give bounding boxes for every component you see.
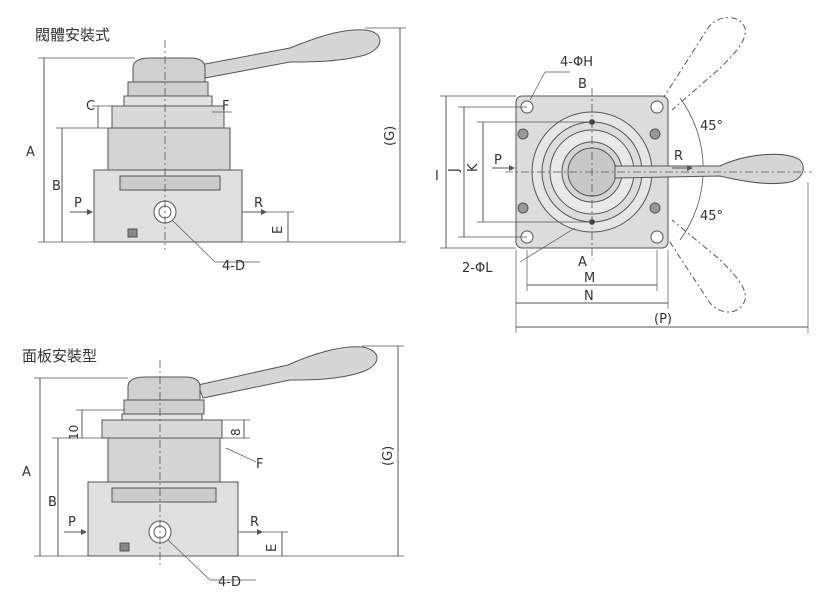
dim-e: E <box>271 226 286 234</box>
port-r-top: R <box>674 149 683 164</box>
lever-handle-2 <box>197 346 378 399</box>
dim-h: 4-ΦH <box>560 55 593 70</box>
dim-d-2: 4-D <box>218 575 241 590</box>
port-r-2: R <box>250 515 259 530</box>
side-view-body-mount <box>38 27 406 263</box>
dim-a-2: A <box>22 465 31 480</box>
logo-mark <box>127 228 138 238</box>
top-view <box>440 17 812 333</box>
panel-nut <box>101 419 223 439</box>
dim-n: N <box>584 289 594 304</box>
lever-handle <box>199 29 381 79</box>
upper-body <box>107 127 231 171</box>
dim-i: I <box>435 169 439 184</box>
dim-j: J <box>447 168 462 173</box>
dim-a: A <box>26 145 35 160</box>
dim-f: F <box>222 99 229 114</box>
dim-b-2: B <box>48 495 57 510</box>
port-b-top: B <box>578 77 587 92</box>
port-p-2: P <box>68 515 76 530</box>
dim-c: C <box>86 99 95 114</box>
dim-g-2: (G) <box>381 446 396 466</box>
dim-g: (G) <box>383 126 398 146</box>
neck <box>127 81 209 97</box>
title-body-mount: 閥體安裝式 <box>35 26 111 44</box>
dim-l: 2-ΦL <box>462 261 493 276</box>
cap-block <box>111 105 225 129</box>
port-p-top: P <box>494 153 502 168</box>
port-p: P <box>74 196 82 211</box>
dim-d: 4-D <box>222 259 245 274</box>
ghost-handle-lower <box>661 219 746 313</box>
dim-k: K <box>466 163 481 172</box>
title-panel-mount: 面板安裝型 <box>22 347 98 365</box>
port-r: R <box>254 196 263 211</box>
lever-knob <box>132 57 206 83</box>
dim-f-2: F <box>256 457 263 472</box>
body-inset <box>119 175 221 191</box>
dim-p-total: (P) <box>654 312 672 327</box>
dim-ten: 10 <box>67 425 81 440</box>
dim-m: M <box>584 271 595 286</box>
side-view-panel-mount <box>34 345 404 581</box>
angle-lower: 45° <box>700 209 723 224</box>
angle-upper: 45° <box>700 119 723 134</box>
dim-eight: 8 <box>229 428 243 436</box>
ghost-handle-upper <box>661 17 746 111</box>
port-a-top: A <box>578 255 587 270</box>
dim-b: B <box>52 179 61 194</box>
collar <box>123 95 213 107</box>
dim-e-2: E <box>265 544 280 552</box>
main-handle <box>614 153 804 185</box>
